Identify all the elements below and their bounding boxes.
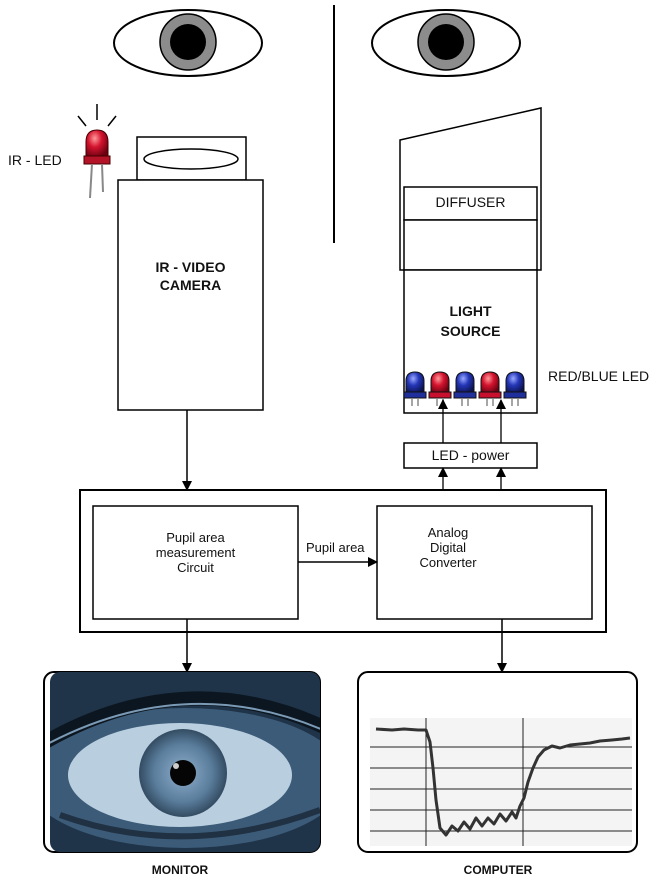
diffuser-box — [403, 186, 538, 221]
led-red-icon — [478, 371, 502, 406]
ir-led-label: IR - LED — [8, 152, 62, 168]
camera-lens — [136, 136, 247, 181]
led-red-icon — [428, 371, 452, 406]
pupil-trace — [375, 727, 631, 837]
diffuser-label: DIFFUSER — [435, 194, 506, 210]
light-source-label: LIGHT SOURCE — [440, 303, 501, 339]
led-blue-icon — [503, 371, 527, 406]
monitor-label: MONITOR — [151, 863, 209, 877]
red-blue-led-label: RED/BLUE LED — [548, 368, 650, 384]
computer-display — [357, 671, 638, 853]
ir-video-camera — [117, 179, 264, 411]
led-blue-icon — [403, 371, 427, 406]
pupil-circuit-label: Pupil area measurement Circuit — [155, 530, 236, 575]
monitor-display — [43, 671, 321, 853]
led-blue-icon — [453, 371, 477, 406]
pupil-area-label: Pupil area — [306, 540, 365, 555]
ir-led-icon — [77, 104, 117, 199]
camera-label: IR - VIDEO CAMERA — [155, 259, 226, 293]
adc-label: Analog Digital Converter — [419, 525, 477, 570]
red-blue-led-row — [403, 371, 527, 406]
right-eye — [371, 9, 521, 77]
led-power-label: LED - power — [431, 447, 510, 463]
computer-label: COMPUTER — [463, 863, 533, 877]
led-power-box — [403, 442, 538, 469]
left-eye — [113, 9, 263, 77]
diffuser-lower-box — [403, 219, 538, 271]
adc-box — [376, 505, 593, 620]
pupil-circuit-box — [92, 505, 299, 620]
